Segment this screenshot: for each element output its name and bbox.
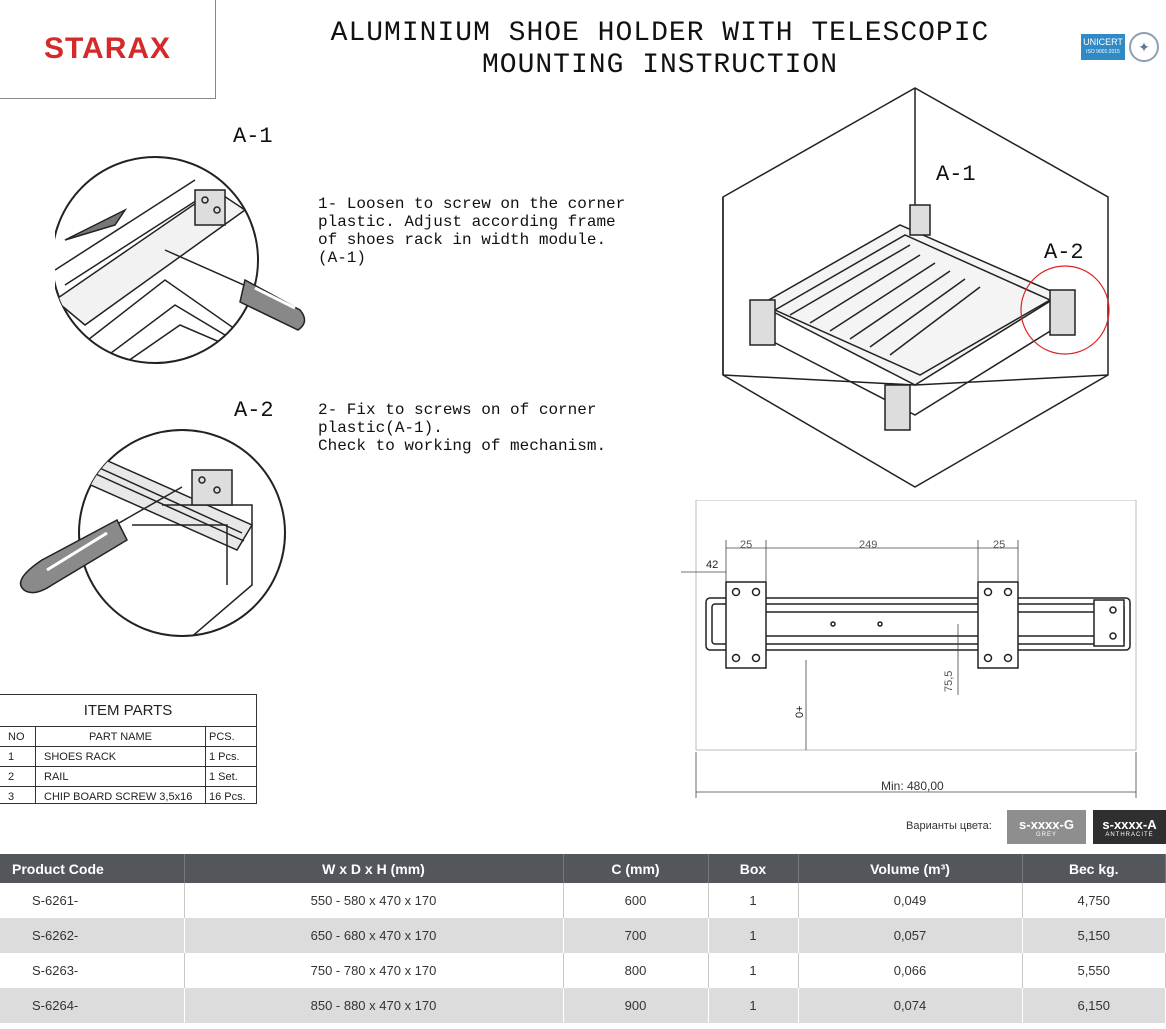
specification-table: Product Code W x D x H (mm) C (mm) Box V… xyxy=(0,854,1166,1023)
color-variants-label: Варианты цвета: xyxy=(906,820,992,832)
dim-zero: 0+ xyxy=(794,705,806,718)
item-parts-table: ITEM PARTS NO PART NAME PCS. 1 SHOES RAC… xyxy=(0,694,257,804)
header-box: Box xyxy=(708,854,799,883)
technical-drawing: 25 249 25 42 75,5 0+ Min: 480,00 xyxy=(681,500,1137,798)
header-weight: Вес kg. xyxy=(1022,854,1166,883)
item-parts-title: ITEM PARTS xyxy=(0,695,256,727)
item-parts-header: NO PART NAME PCS. xyxy=(0,727,256,747)
dim-42: 42 xyxy=(706,559,718,571)
item-parts-row: 2 RAIL 1 Set. xyxy=(0,767,256,787)
dim-249: 249 xyxy=(859,539,877,551)
overview-isometric-illustration xyxy=(722,87,1110,488)
overview-label-a2: A-2 xyxy=(1044,240,1084,265)
step-2-text: 2- Fix to screws on of corner plastic(A-… xyxy=(318,401,607,455)
step-2-label: A-2 xyxy=(234,398,274,423)
dim-25-left: 25 xyxy=(740,539,752,551)
table-header-row: Product Code W x D x H (mm) C (mm) Box V… xyxy=(0,854,1166,883)
dim-25-right: 25 xyxy=(993,539,1005,551)
detail-a1-illustration xyxy=(55,156,306,364)
item-parts-row: 3 CHIP BOARD SCREW 3,5x16 16 Pcs. xyxy=(0,787,256,803)
header-volume: Volume (m³) xyxy=(798,854,1023,883)
brand-logo: STARAX xyxy=(0,0,216,99)
document-title: ALUMINIUM SHOE HOLDER WITH TELESCOPIC MO… xyxy=(250,18,1070,82)
dim-75-5: 75,5 xyxy=(943,671,955,692)
min-width-label: Min: 480,00 xyxy=(881,779,944,793)
step-1-text: 1- Loosen to screw on the corner plastic… xyxy=(318,195,626,267)
header-dimensions: W x D x H (mm) xyxy=(184,854,564,883)
title-line-1: ALUMINIUM SHOE HOLDER WITH TELESCOPIC xyxy=(330,18,990,49)
detail-a2-illustration xyxy=(19,429,286,637)
item-parts-row: 1 SHOES RACK 1 Pcs. xyxy=(0,747,256,767)
header-c: C (mm) xyxy=(563,854,709,883)
step-1-label: A-1 xyxy=(233,124,273,149)
logo-text: STARAX xyxy=(43,32,172,65)
title-line-2: MOUNTING INSTRUCTION xyxy=(481,50,839,81)
certification-mark: UNICERT ISO 9001:2015 ✦ xyxy=(1081,31,1161,63)
cert-seal-icon: ✦ xyxy=(1129,32,1159,62)
color-swatch-anthracite: s-xxxx-A ANTHRACITE xyxy=(1093,810,1166,844)
unicert-badge: UNICERT ISO 9001:2015 xyxy=(1081,34,1125,60)
color-swatch-grey: s-xxxx-G GREY xyxy=(1007,810,1086,844)
header-product-code: Product Code xyxy=(0,854,185,883)
overview-label-a1: A-1 xyxy=(936,162,976,187)
